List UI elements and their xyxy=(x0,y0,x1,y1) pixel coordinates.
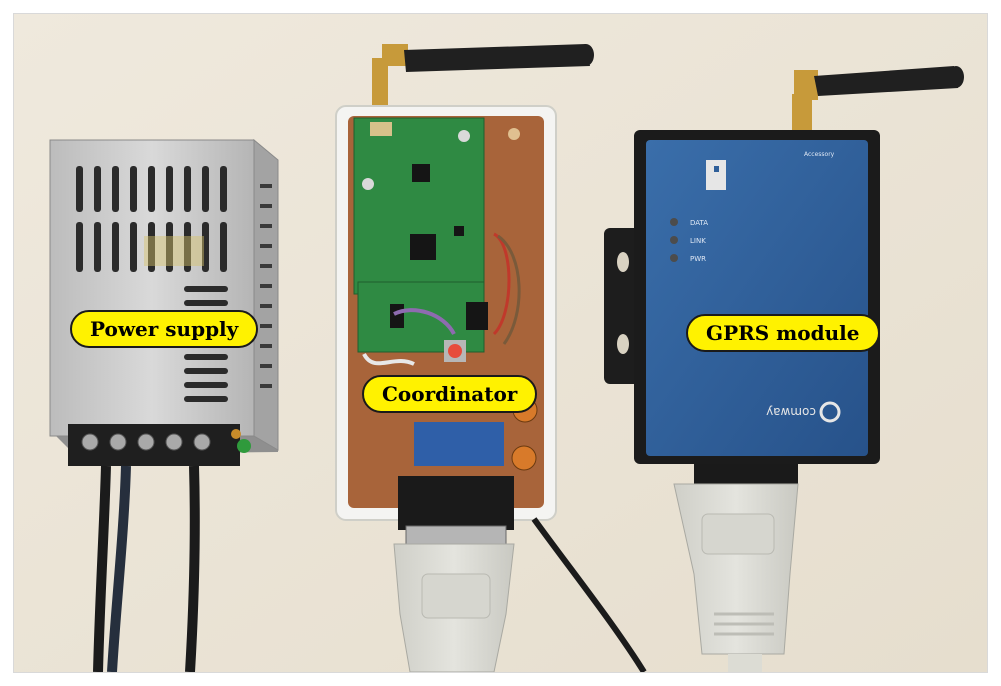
brand-logo: comway xyxy=(766,401,841,423)
led-label-data: DATA xyxy=(690,219,708,227)
coordinator-label: Coordinator xyxy=(362,375,538,413)
power-supply-device xyxy=(49,138,279,672)
power-supply-label: Power supply xyxy=(70,310,259,348)
gprs-module-device: DATA LINK PWR Accessory comway xyxy=(604,66,964,672)
led-label-link: LINK xyxy=(690,237,706,245)
vent-slots xyxy=(76,166,228,402)
gprs-top-text: Accessory xyxy=(804,151,835,158)
led-label-pwr: PWR xyxy=(690,255,706,263)
brand-text: comway xyxy=(766,405,816,419)
photo-frame: DATA LINK PWR Accessory comway Power sup… xyxy=(14,14,987,672)
gprs-module-label: GPRS module xyxy=(686,314,880,352)
